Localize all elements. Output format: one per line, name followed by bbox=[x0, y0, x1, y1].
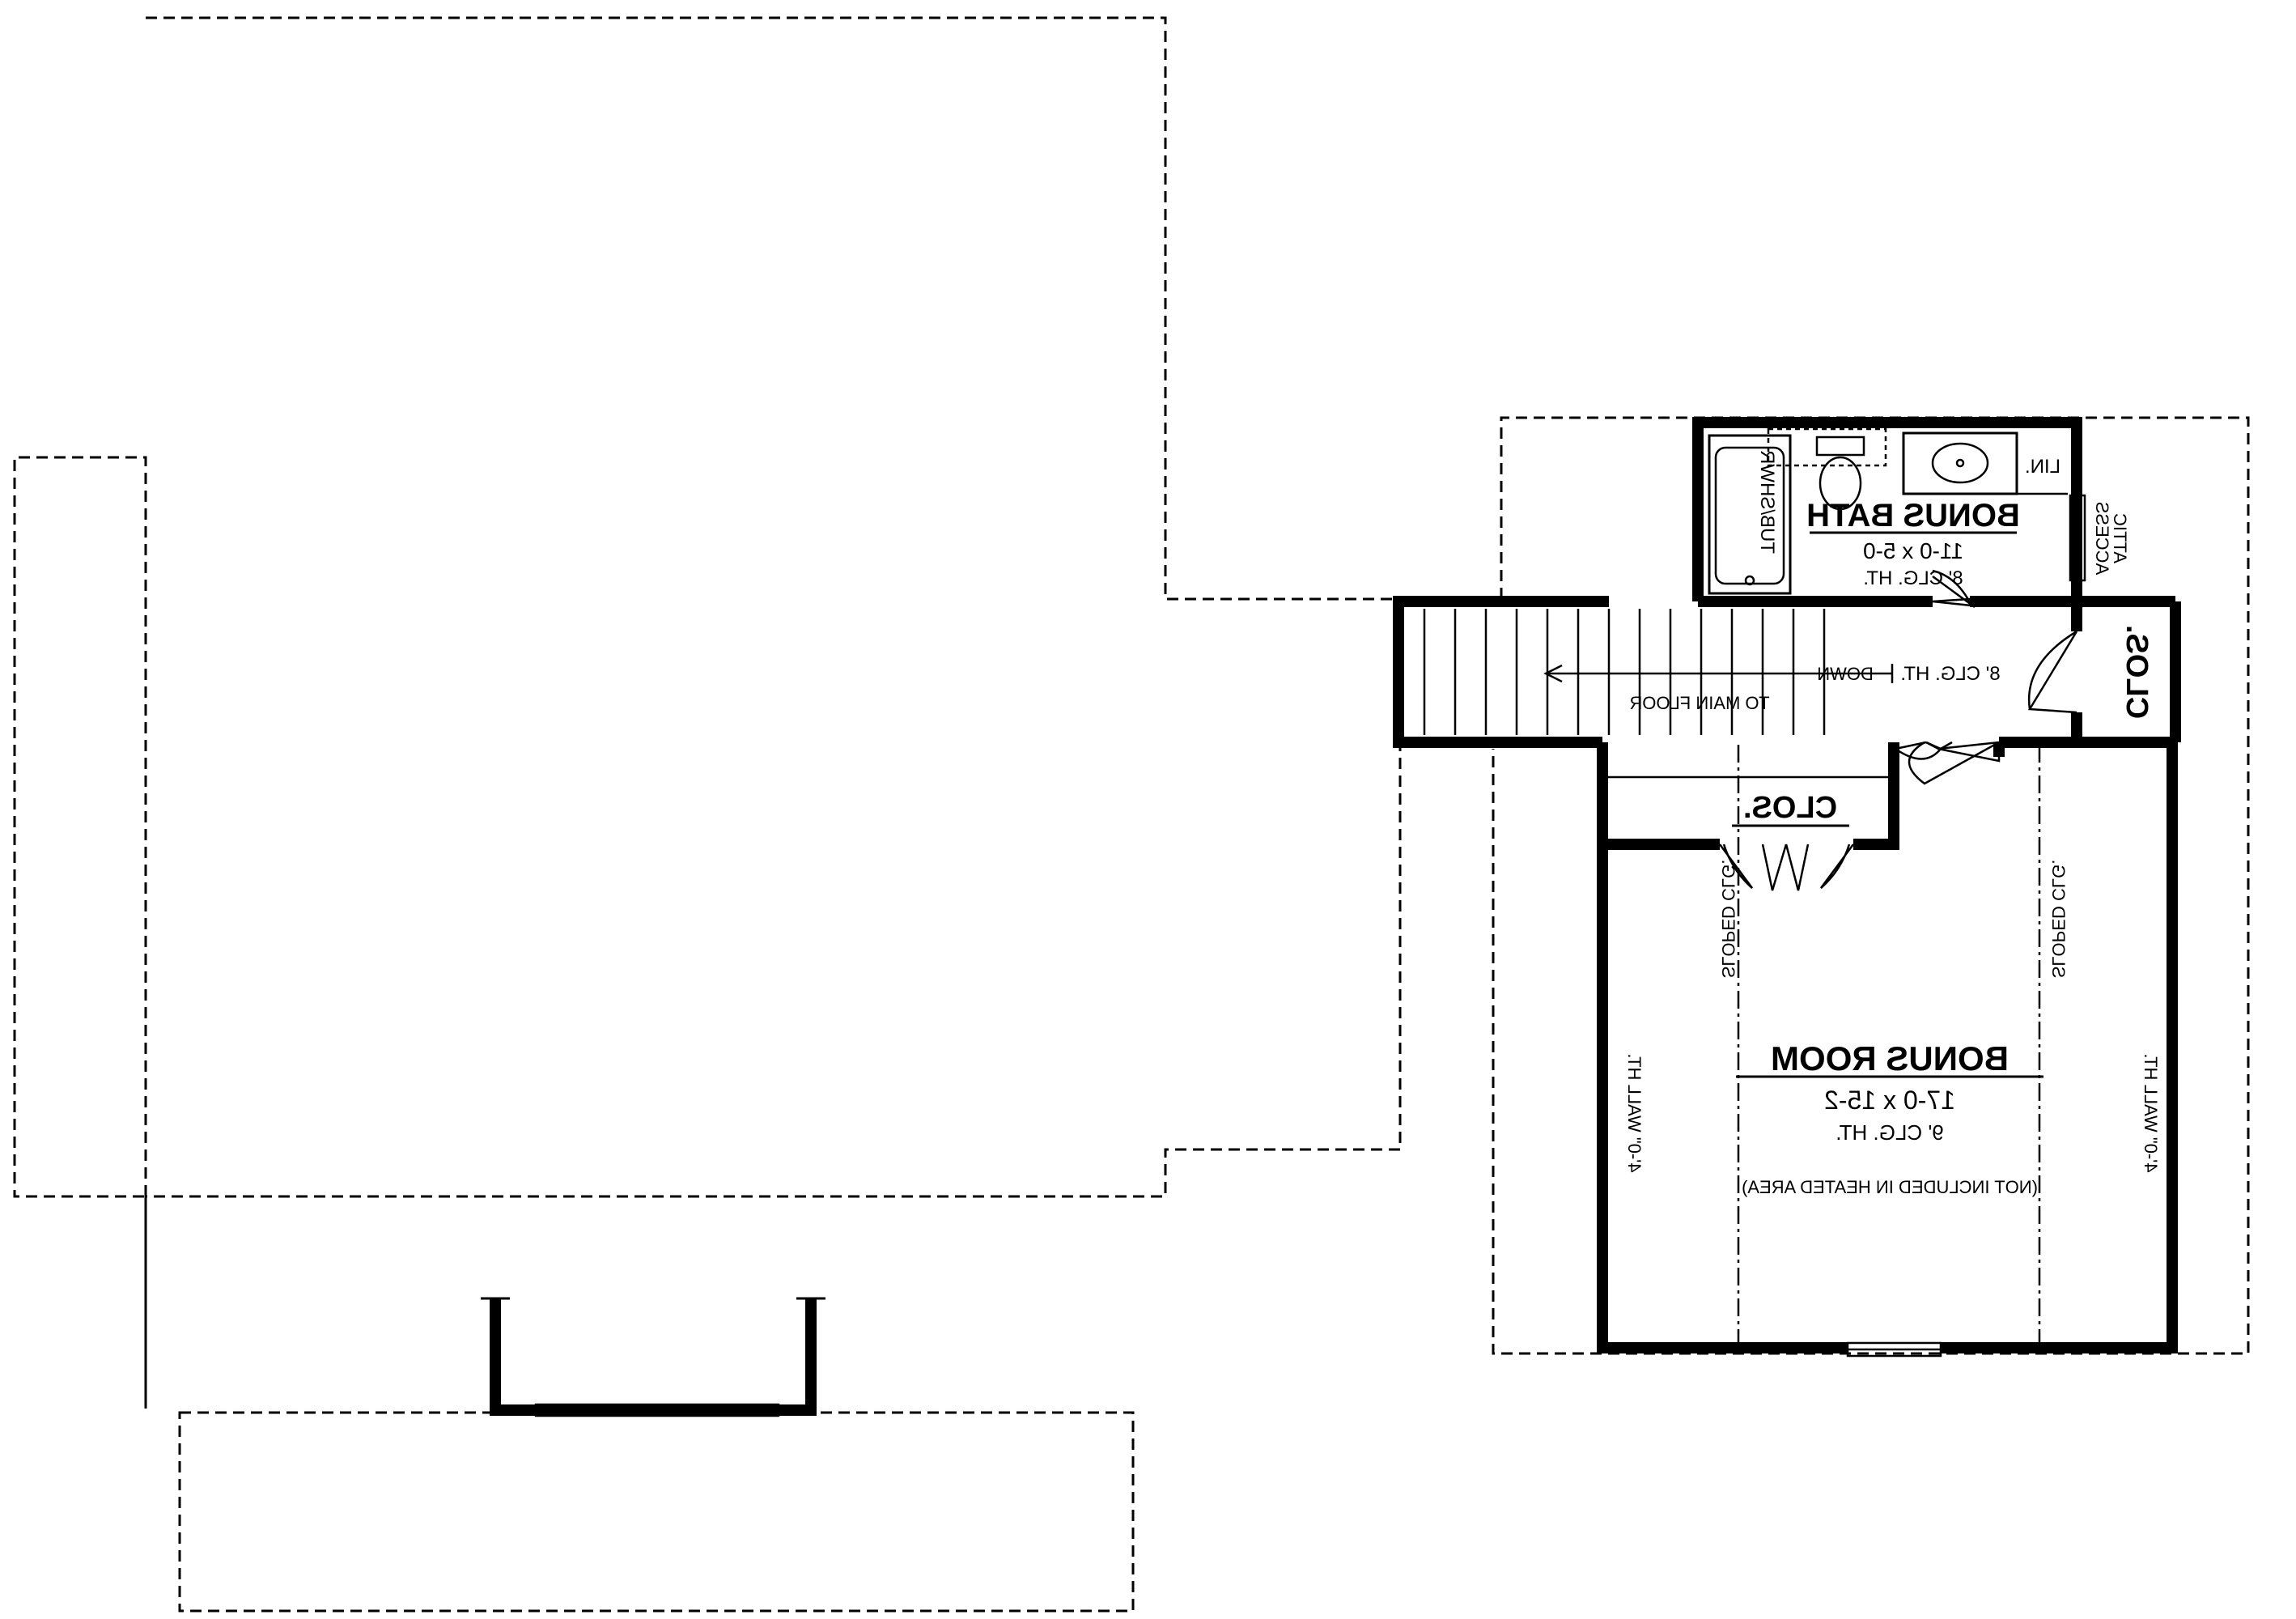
linen-label: LIN. bbox=[2025, 456, 2060, 478]
garage-roof-outline bbox=[1492, 416, 2250, 1355]
attic-access-hatch bbox=[2069, 494, 2086, 582]
tub-shower-label: TUB/SHWR bbox=[1756, 450, 1778, 554]
hall-closet-door bbox=[2027, 630, 2078, 714]
bonus-entry-door-swing bbox=[1908, 741, 2000, 785]
bonus-room-window bbox=[1846, 1341, 1942, 1358]
sloped-ceiling-label-left: SLOPED CLG. bbox=[1718, 860, 1738, 979]
stair-arrow-head bbox=[1543, 664, 1563, 683]
bath-door bbox=[1932, 575, 1976, 609]
stair-treads bbox=[1423, 609, 1826, 735]
sloped-ceiling-label-right: SLOPED CLG. bbox=[2048, 860, 2069, 979]
bonus-room-walls bbox=[1597, 742, 2178, 1353]
bonus-bath-size: 11-0 x 5-0 bbox=[1863, 538, 1963, 563]
attic-access-label-1: ATTIC bbox=[2110, 513, 2130, 563]
bonus-bath-name: BONUS BATH bbox=[1806, 498, 2020, 533]
bonus-closet-label: CLOS. bbox=[1743, 791, 1837, 825]
main-roof-outline bbox=[13, 16, 1402, 1409]
bay-wall bbox=[490, 1298, 817, 1416]
toilet bbox=[1815, 436, 1865, 511]
tub-shower bbox=[1708, 434, 1792, 595]
bonus-closet-doors bbox=[1718, 843, 1855, 891]
stairs-down-label: DOWN bbox=[1817, 664, 1874, 684]
stairs-to-label: TO MAIN FLOOR bbox=[1629, 693, 1769, 713]
sink-vanity bbox=[1902, 431, 2018, 495]
bay-window bbox=[534, 1403, 780, 1417]
bonus-closet-walls bbox=[1602, 742, 1899, 850]
porch-roof-outline bbox=[178, 1411, 1135, 1613]
bonus-room-size: 17-0 x 15-2 bbox=[1824, 1086, 1955, 1115]
bonus-room-ceiling: 9' CLG. HT. bbox=[1836, 1120, 1944, 1145]
bonus-bath-ceiling: 8' CLG. HT. bbox=[1863, 567, 1963, 589]
bonus-room-name: BONUS ROOM bbox=[1771, 1039, 2009, 1077]
hall-closet-label: CLOS. bbox=[2120, 625, 2154, 719]
wall-height-label-right: 4'-0" WALL HT. bbox=[2141, 1053, 2161, 1172]
vanity-area bbox=[1767, 427, 1887, 467]
attic-access-label-2: ACCESS bbox=[2092, 502, 2112, 575]
bonus-room-note: (NOT INCLUDED IN HEATED AREA) bbox=[1742, 1177, 2038, 1197]
wall-height-label-left: 4'-0" WALL HT. bbox=[1624, 1053, 1645, 1172]
landing-ceiling: 8' CLG. HT. bbox=[1900, 663, 2000, 685]
